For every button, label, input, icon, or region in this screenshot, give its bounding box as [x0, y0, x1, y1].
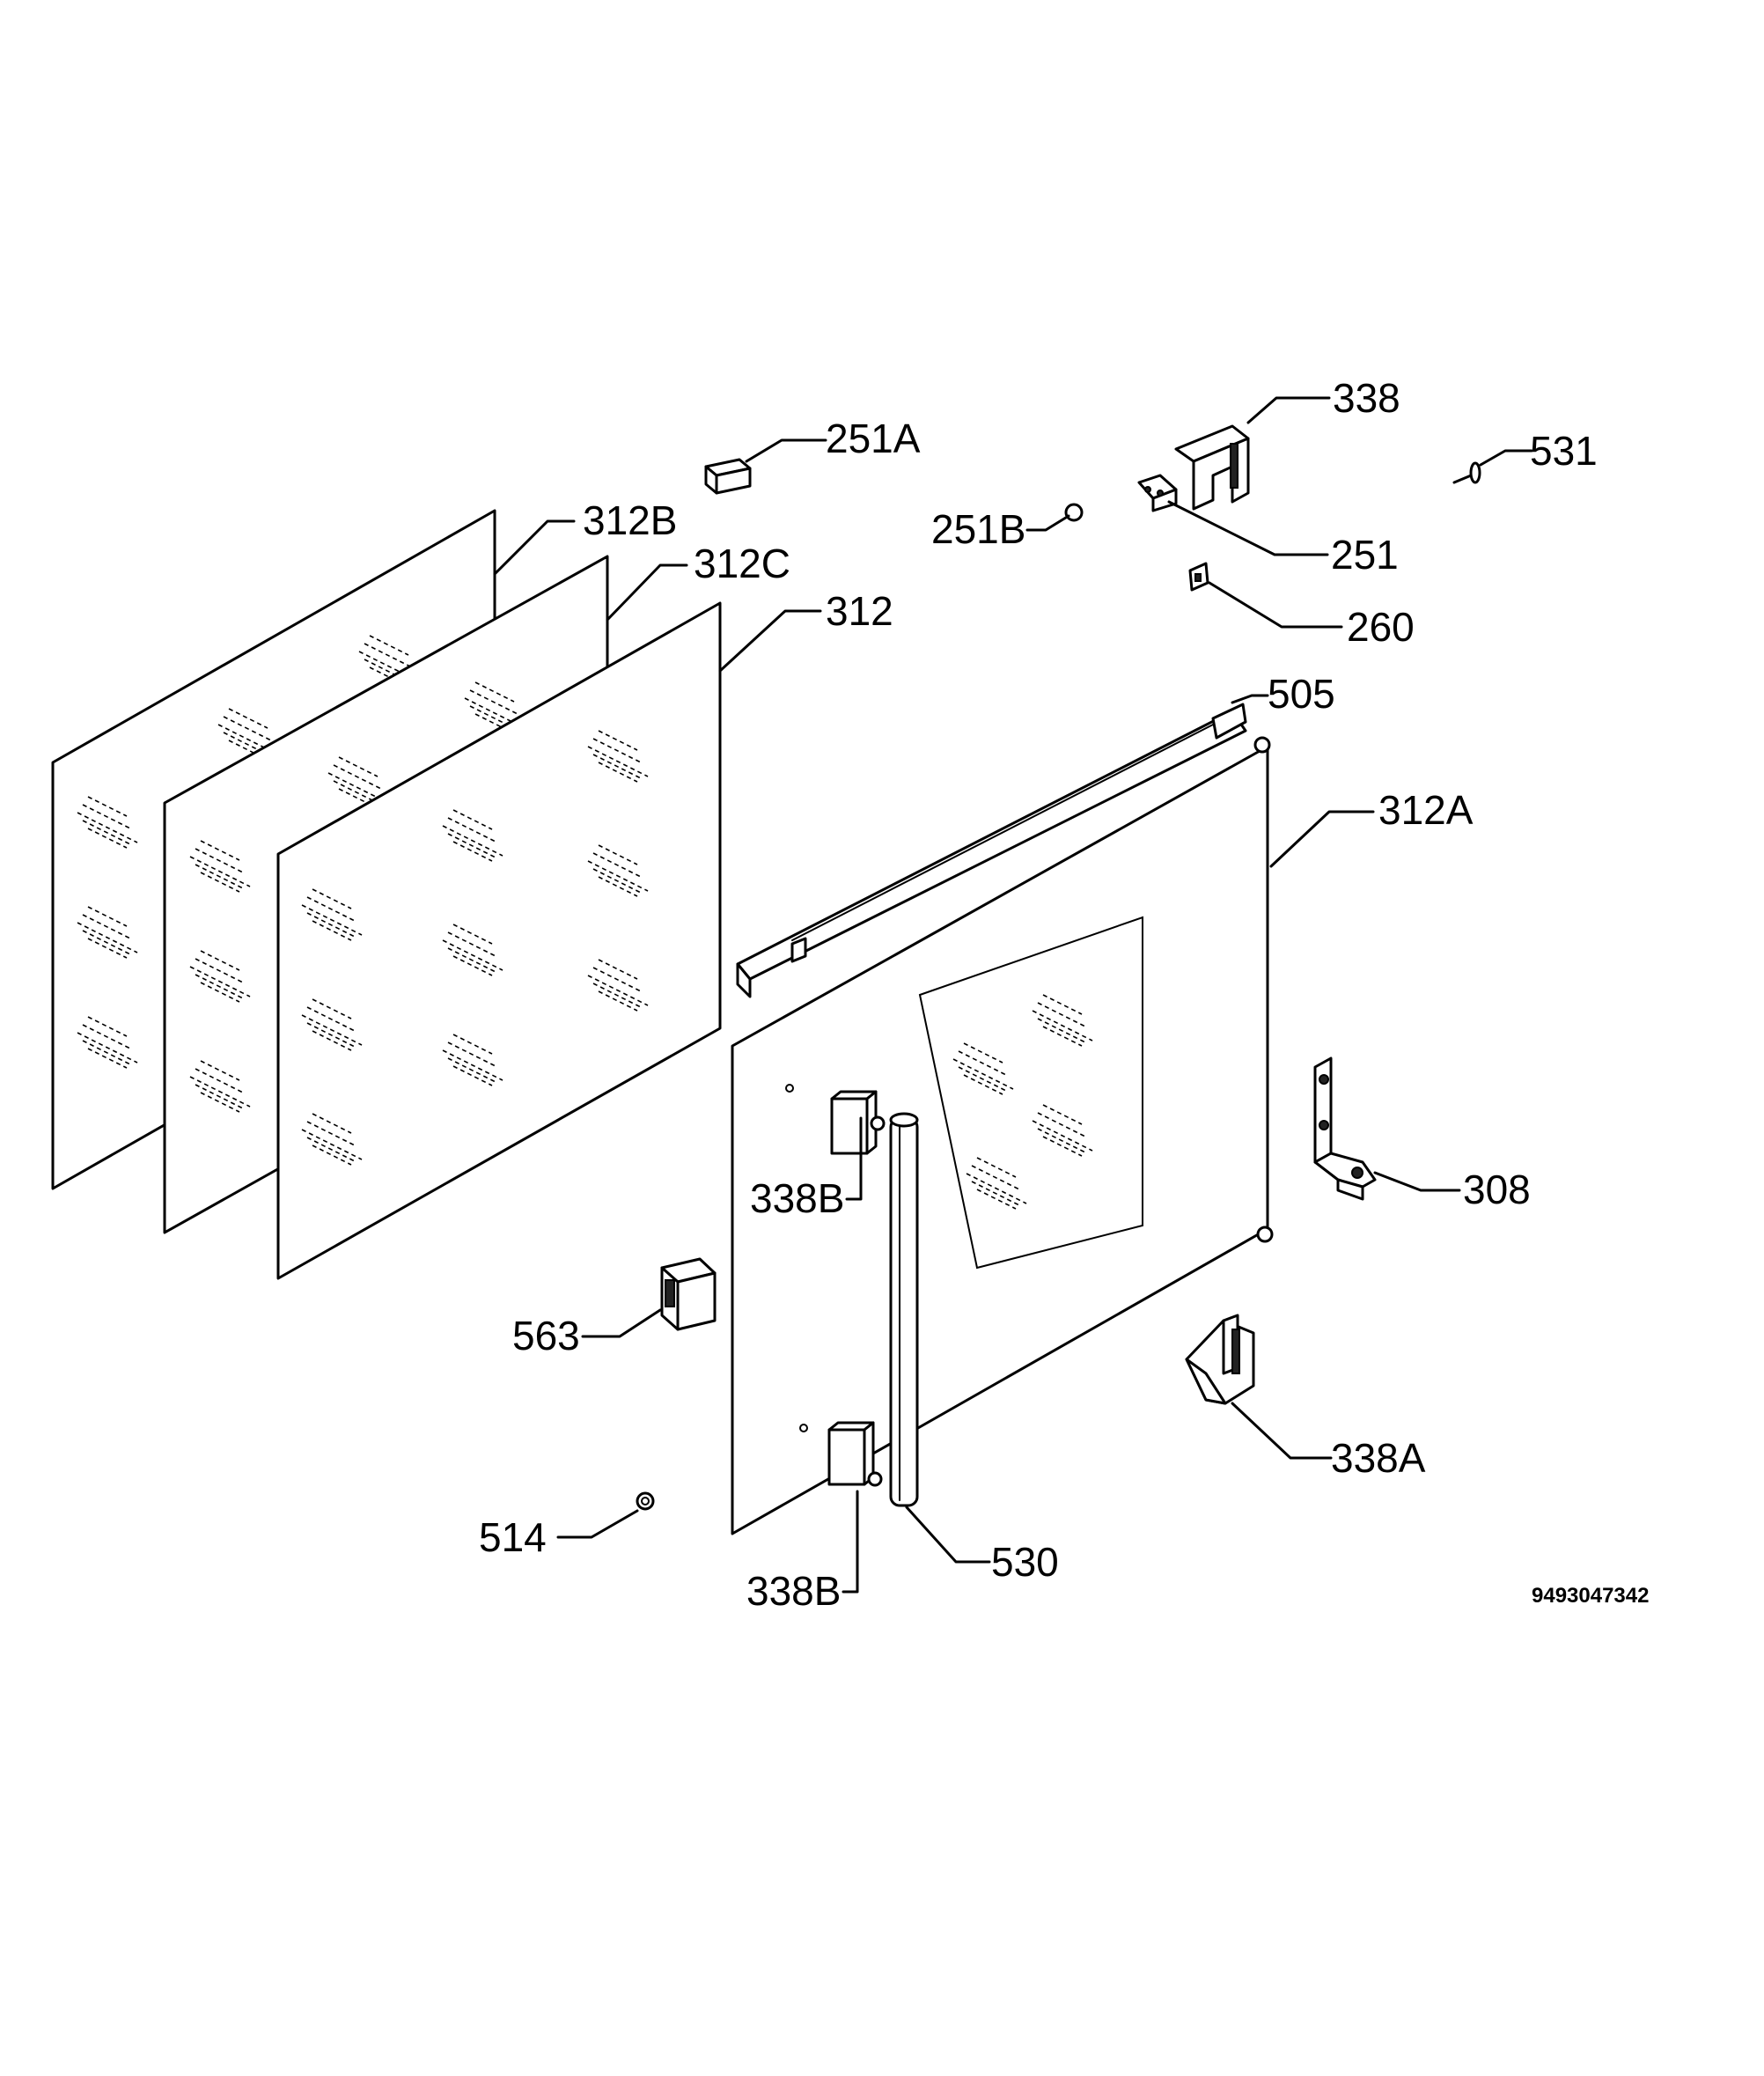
- label-308: 308: [1463, 1167, 1531, 1212]
- label-251: 251: [1331, 532, 1399, 578]
- hinge-308: [1313, 1056, 1377, 1201]
- label-563: 563: [512, 1313, 580, 1358]
- label-312C: 312C: [694, 541, 790, 586]
- block-338B-upper: [830, 1090, 886, 1155]
- bracket-338-top: [1174, 424, 1250, 511]
- label-312B: 312B: [583, 497, 677, 543]
- outer-door-glass-312A: [731, 736, 1274, 1535]
- label-251A: 251A: [826, 416, 921, 461]
- label-251B: 251B: [931, 506, 1025, 552]
- handle-530: [889, 1112, 919, 1507]
- block-563: [660, 1257, 717, 1331]
- top-profile-505: [736, 703, 1247, 998]
- clip-260: [1188, 562, 1209, 592]
- clip-251: [1137, 474, 1178, 512]
- nut-514: [636, 1491, 655, 1511]
- screw-531: [1452, 461, 1481, 484]
- label-312A: 312A: [1378, 787, 1474, 833]
- label-338-top: 338: [1333, 375, 1400, 421]
- label-338A: 338A: [1331, 1435, 1426, 1481]
- label-514: 514: [479, 1514, 547, 1560]
- drawing-code: 9493047342: [1532, 1584, 1649, 1608]
- label-505: 505: [1268, 671, 1335, 717]
- block-338B-lower: [827, 1421, 883, 1487]
- label-260: 260: [1347, 604, 1415, 650]
- label-531: 531: [1530, 428, 1598, 474]
- label-530: 530: [991, 1539, 1059, 1585]
- label-338B-lower: 338B: [746, 1568, 841, 1614]
- label-338B-upper: 338B: [750, 1175, 844, 1221]
- glass-panel-312: [276, 601, 722, 1280]
- leader-lines: [493, 396, 1533, 1594]
- part-251B: [1064, 503, 1084, 522]
- bracket-338A: [1185, 1314, 1255, 1405]
- label-312: 312: [826, 588, 893, 634]
- clip-251A: [704, 458, 752, 495]
